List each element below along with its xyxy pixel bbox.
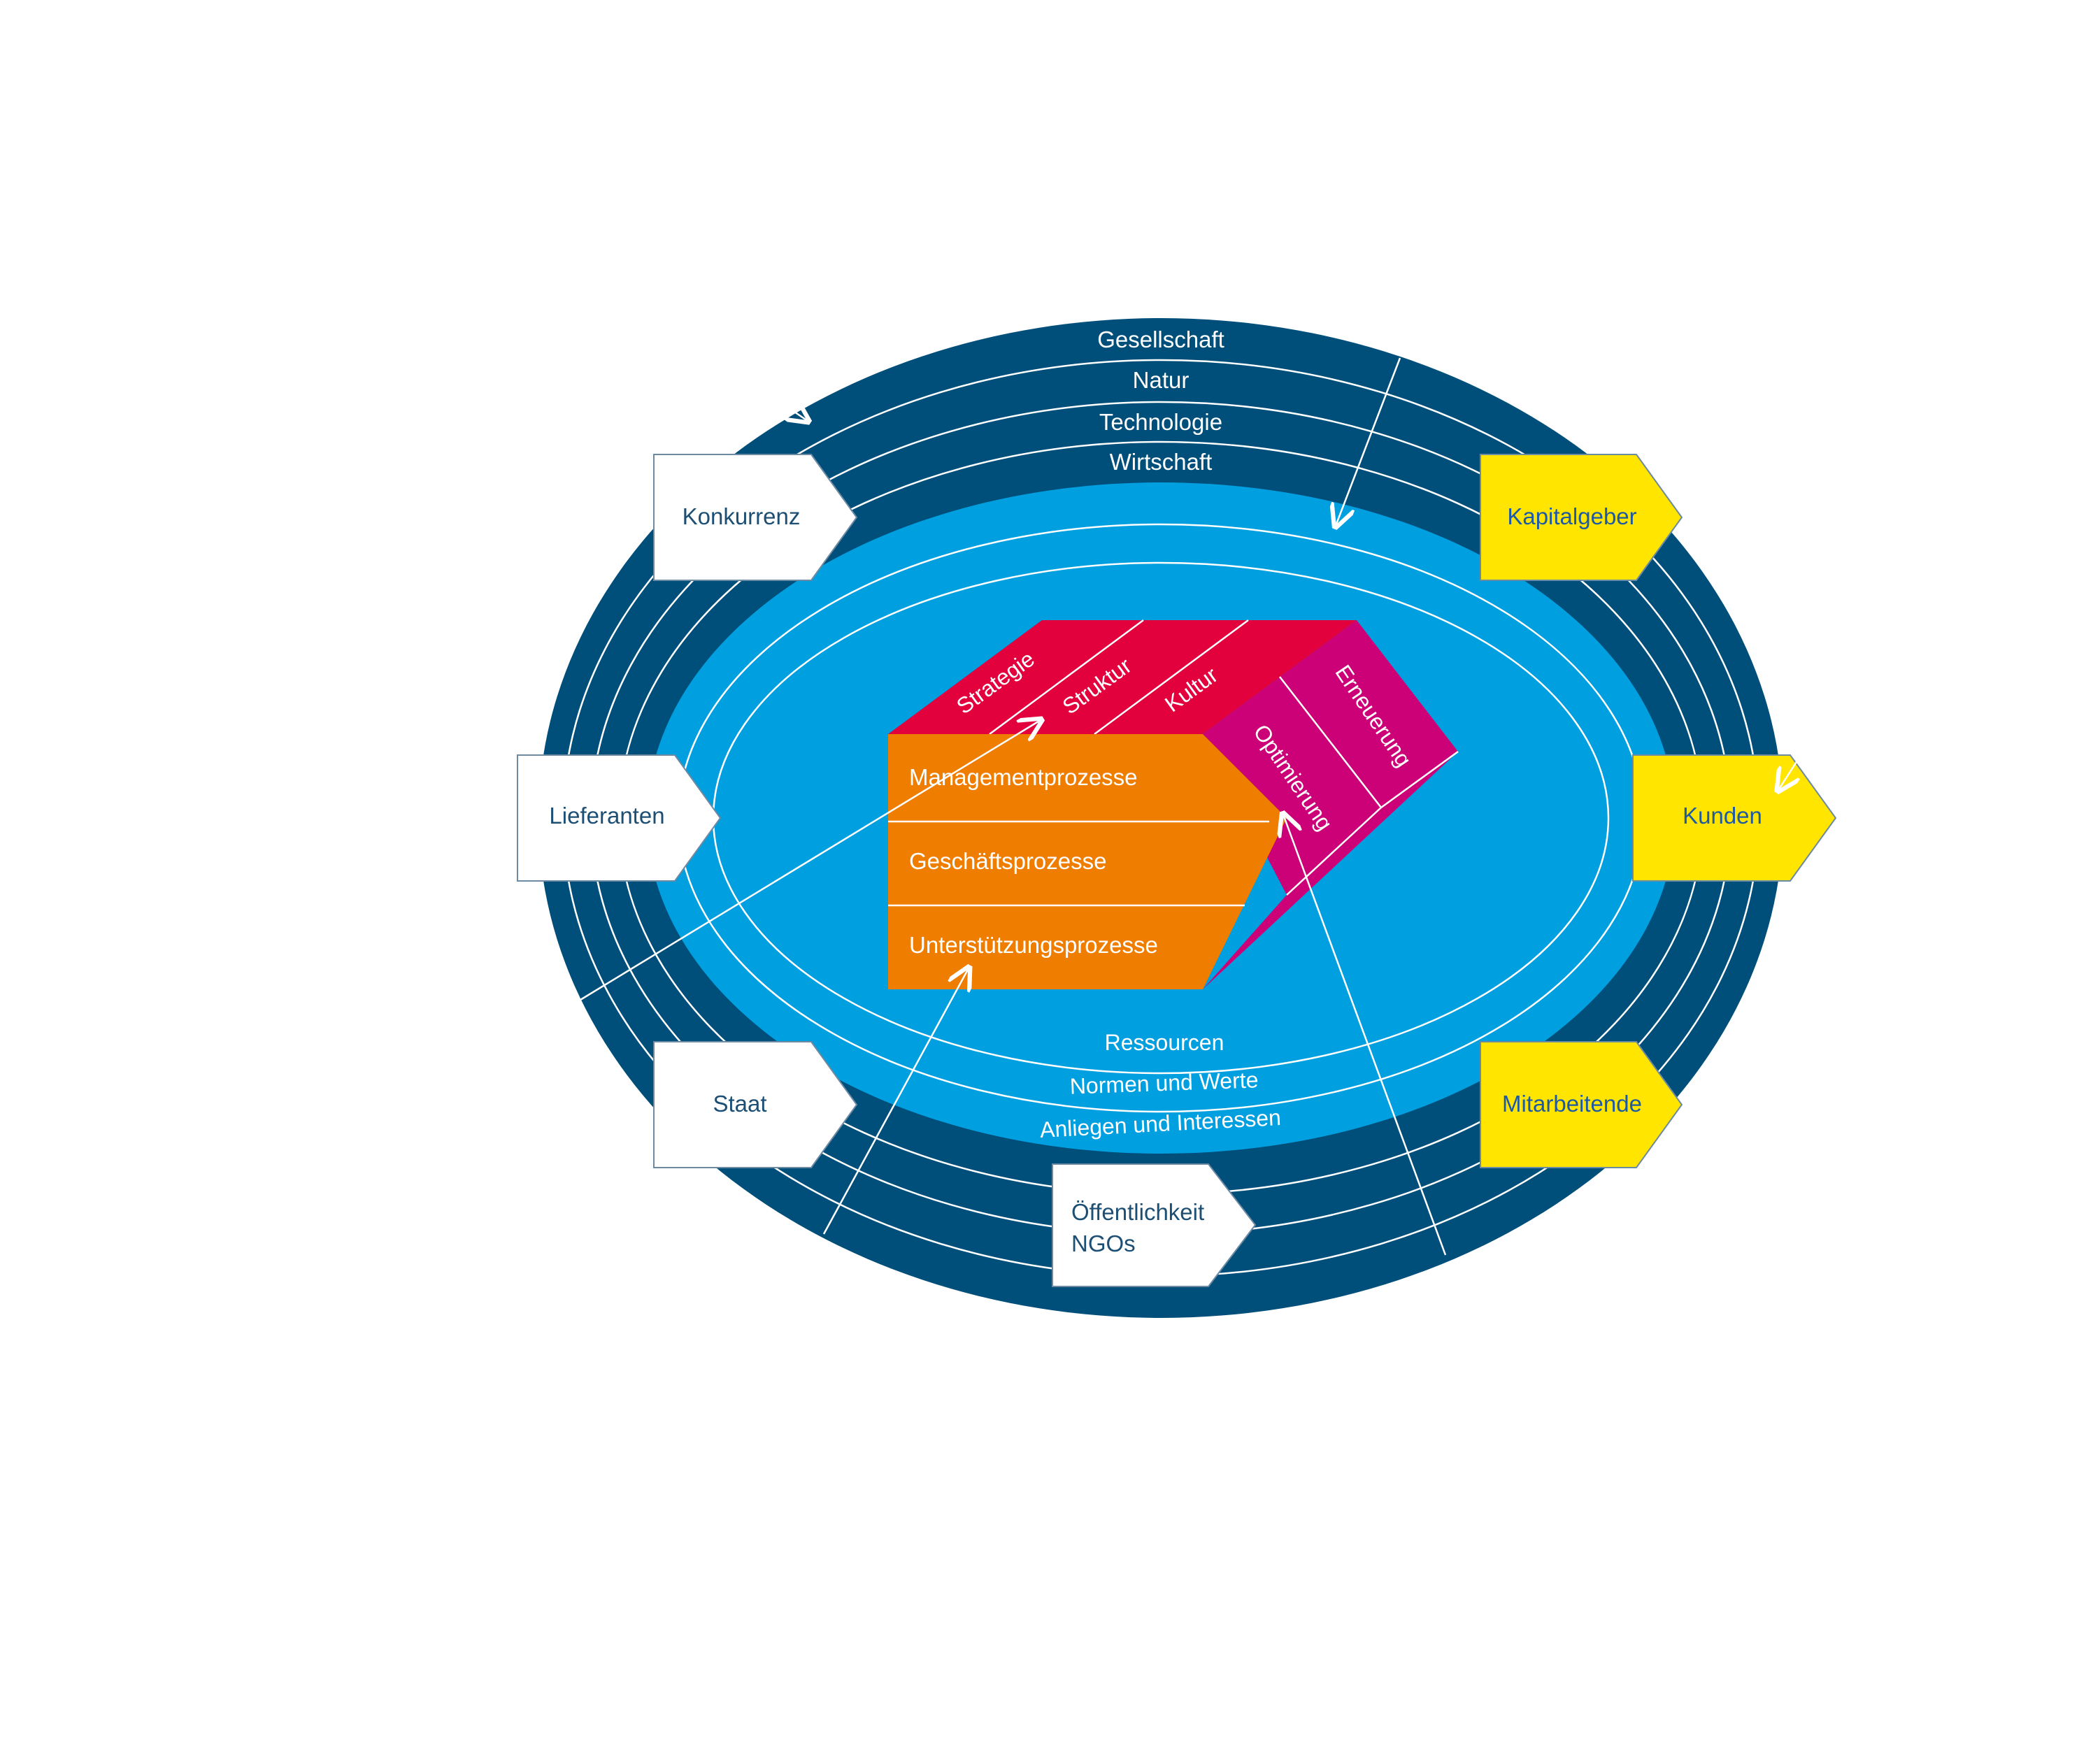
stakeholder-kunden: Kunden (1632, 754, 1837, 882)
svg-text:Mitarbeitende: Mitarbeitende (1502, 1091, 1642, 1117)
stakeholder-kapitalgeber: Kapitalgeber (1480, 454, 1683, 581)
stakeholder-oeffentlichkeit-ngos: Öffentlichkeit NGOs (1052, 1163, 1257, 1287)
cube-top-face (888, 620, 1357, 734)
annotation-line-5 (1283, 815, 1447, 1256)
process-label-management: Managementprozesse (909, 764, 1138, 790)
svg-text:Konkurrenz: Konkurrenz (683, 503, 801, 529)
ring-label-ressourcen: Ressourcen (1105, 1030, 1224, 1055)
svg-text:Lieferanten: Lieferanten (549, 803, 664, 829)
svg-text:Öffentlichkeit: Öffentlichkeit (1071, 1199, 1204, 1225)
svg-text:Staat: Staat (713, 1091, 766, 1117)
svg-text:NGOs: NGOs (1071, 1231, 1136, 1256)
svg-text:Kunden: Kunden (1683, 803, 1762, 829)
ring-label-gesellschaft: Gesellschaft (1097, 327, 1224, 352)
annotation-line-6 (1778, 758, 1799, 790)
ring-label-natur: Natur (1133, 367, 1190, 393)
cube-side-face (1203, 620, 1458, 989)
annotation-line-3 (580, 720, 1041, 1001)
stakeholder-mitarbeitende: Mitarbeitende (1480, 1041, 1683, 1168)
process-label-unterstuetzung: Unterstützungsprozesse (909, 932, 1158, 958)
cube-front-face (888, 734, 1287, 989)
ring-label-technologie: Technologie (1099, 409, 1222, 435)
svg-text:Kapitalgeber: Kapitalgeber (1507, 503, 1636, 529)
stakeholder-staat: Staat (653, 1041, 858, 1168)
ring-label-wirtschaft: Wirtschaft (1110, 449, 1213, 475)
annotation-line-1 (790, 409, 808, 421)
process-cube (888, 619, 1459, 989)
annotation-line-2 (1336, 357, 1401, 526)
annotation-line-4 (822, 968, 969, 1235)
stakeholder-lieferanten: Lieferanten (517, 754, 722, 882)
annotation-lines (580, 357, 1799, 1256)
stakeholder-konkurrenz: Konkurrenz (653, 454, 858, 581)
process-label-geschaeft: Geschäftsprozesse (909, 848, 1106, 874)
